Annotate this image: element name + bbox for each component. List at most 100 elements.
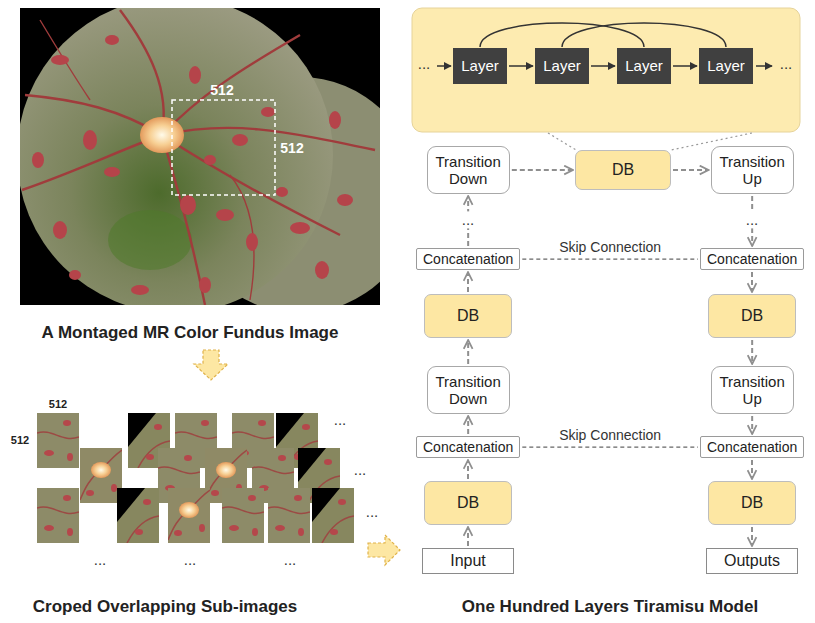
- connector: [467, 460, 469, 479]
- lead-arrow: [437, 65, 451, 67]
- node-text: DB: [457, 494, 479, 512]
- node-text: DB: [741, 307, 763, 325]
- ellipsis: ...: [354, 461, 367, 478]
- ellipsis: ...: [284, 551, 297, 568]
- connector: [467, 272, 469, 292]
- connector: [467, 340, 469, 364]
- skip-connection: [522, 446, 698, 447]
- node-text: Layer: [543, 57, 581, 74]
- connector: [512, 169, 573, 171]
- zoom-line: [548, 133, 576, 150]
- concat-box: Concatenation: [700, 436, 804, 458]
- node-text: DB: [741, 494, 763, 512]
- macula: [108, 210, 192, 270]
- crop-window: [172, 100, 275, 195]
- sub-image: [222, 488, 264, 543]
- caption: One Hundred Layers Tiramisu Model: [462, 597, 758, 617]
- transition-box: Transition Up: [711, 366, 794, 414]
- edge-label: Skip Connection: [556, 427, 664, 443]
- node-text: Layer: [707, 57, 745, 74]
- node-text: Concatenation: [707, 251, 797, 267]
- optic-disc: [140, 117, 184, 153]
- connector: [751, 460, 753, 479]
- node-text: Layer: [625, 57, 663, 74]
- connector: [562, 23, 726, 47]
- connector: [751, 416, 753, 434]
- node-text: Outputs: [724, 552, 780, 570]
- node-text: Concatenation: [423, 251, 513, 267]
- dense-block: DB: [708, 294, 796, 338]
- sub-image: [37, 413, 79, 468]
- dimension-label: 512: [11, 434, 29, 447]
- concat-box: Concatenation: [416, 248, 520, 270]
- transition-box: Transition Down: [427, 366, 510, 414]
- connector: [673, 65, 697, 67]
- ellipsis: ...: [184, 551, 197, 568]
- sub-image: [168, 488, 210, 543]
- connector: [591, 65, 615, 67]
- node-text: Transition Up: [720, 373, 785, 408]
- caption: Croped Overlapping Sub-images: [33, 597, 298, 617]
- io-box: Input: [422, 548, 514, 574]
- io-box: Outputs: [706, 548, 798, 574]
- sub-image: [117, 488, 159, 543]
- layer-box: Layer: [617, 48, 671, 84]
- dimension-label: 512: [210, 82, 233, 98]
- node-text: Concatenation: [707, 439, 797, 455]
- connector: [751, 272, 753, 292]
- connector: [467, 416, 469, 434]
- connector: [751, 340, 753, 364]
- dimension-label: 512: [49, 398, 67, 411]
- node-text: Input: [450, 552, 486, 570]
- edge-label: Skip Connection: [556, 239, 664, 255]
- skip-connection: [522, 258, 698, 259]
- fundus-photo: [20, 8, 380, 305]
- node-text: Transition Up: [720, 153, 785, 188]
- connector: [467, 527, 469, 546]
- caption: A Montaged MR Color Fundus Image: [42, 323, 339, 343]
- sub-image: [37, 488, 79, 543]
- sub-image: [268, 488, 310, 543]
- concat-box: Concatenation: [416, 436, 520, 458]
- connector: [673, 169, 709, 171]
- layer-box: Layer: [535, 48, 589, 84]
- dense-block: DB: [424, 294, 512, 338]
- node-text: Transition Down: [436, 373, 501, 408]
- hemorrhages: [32, 35, 353, 295]
- ellipsis: ...: [459, 211, 478, 228]
- vessels: [22, 10, 375, 305]
- dense-block: DB: [708, 481, 796, 525]
- connector: [751, 527, 753, 546]
- dimension-label: 512: [280, 140, 303, 156]
- node-text: DB: [612, 161, 634, 179]
- ellipsis: ...: [418, 55, 431, 72]
- concat-box: Concatenation: [700, 248, 804, 270]
- ellipsis: ...: [334, 411, 347, 428]
- transition-box: Transition Down: [427, 146, 510, 194]
- dense-block: DB: [575, 150, 671, 190]
- sub-images: [37, 413, 354, 543]
- layer-box: Layer: [699, 48, 753, 84]
- ellipsis: ...: [94, 551, 107, 568]
- flow-arrow: [368, 535, 400, 565]
- layer-box: Layer: [453, 48, 507, 84]
- ellipsis: ...: [743, 211, 762, 228]
- node-text: Concatenation: [423, 439, 513, 455]
- sub-image: [80, 448, 122, 503]
- sub-image: [312, 488, 354, 543]
- flow-arrow: [194, 350, 228, 380]
- dense-block: DB: [424, 481, 512, 525]
- dense-block-panel: [412, 8, 800, 132]
- node-text: Layer: [461, 57, 499, 74]
- node-text: DB: [457, 307, 479, 325]
- trail-arrow: [756, 65, 772, 67]
- ellipsis: ...: [780, 55, 793, 72]
- fundus-field: [20, 8, 333, 305]
- node-text: Transition Down: [436, 153, 501, 188]
- connector: [509, 65, 533, 67]
- ellipsis: ...: [366, 503, 379, 520]
- transition-box: Transition Up: [711, 146, 794, 194]
